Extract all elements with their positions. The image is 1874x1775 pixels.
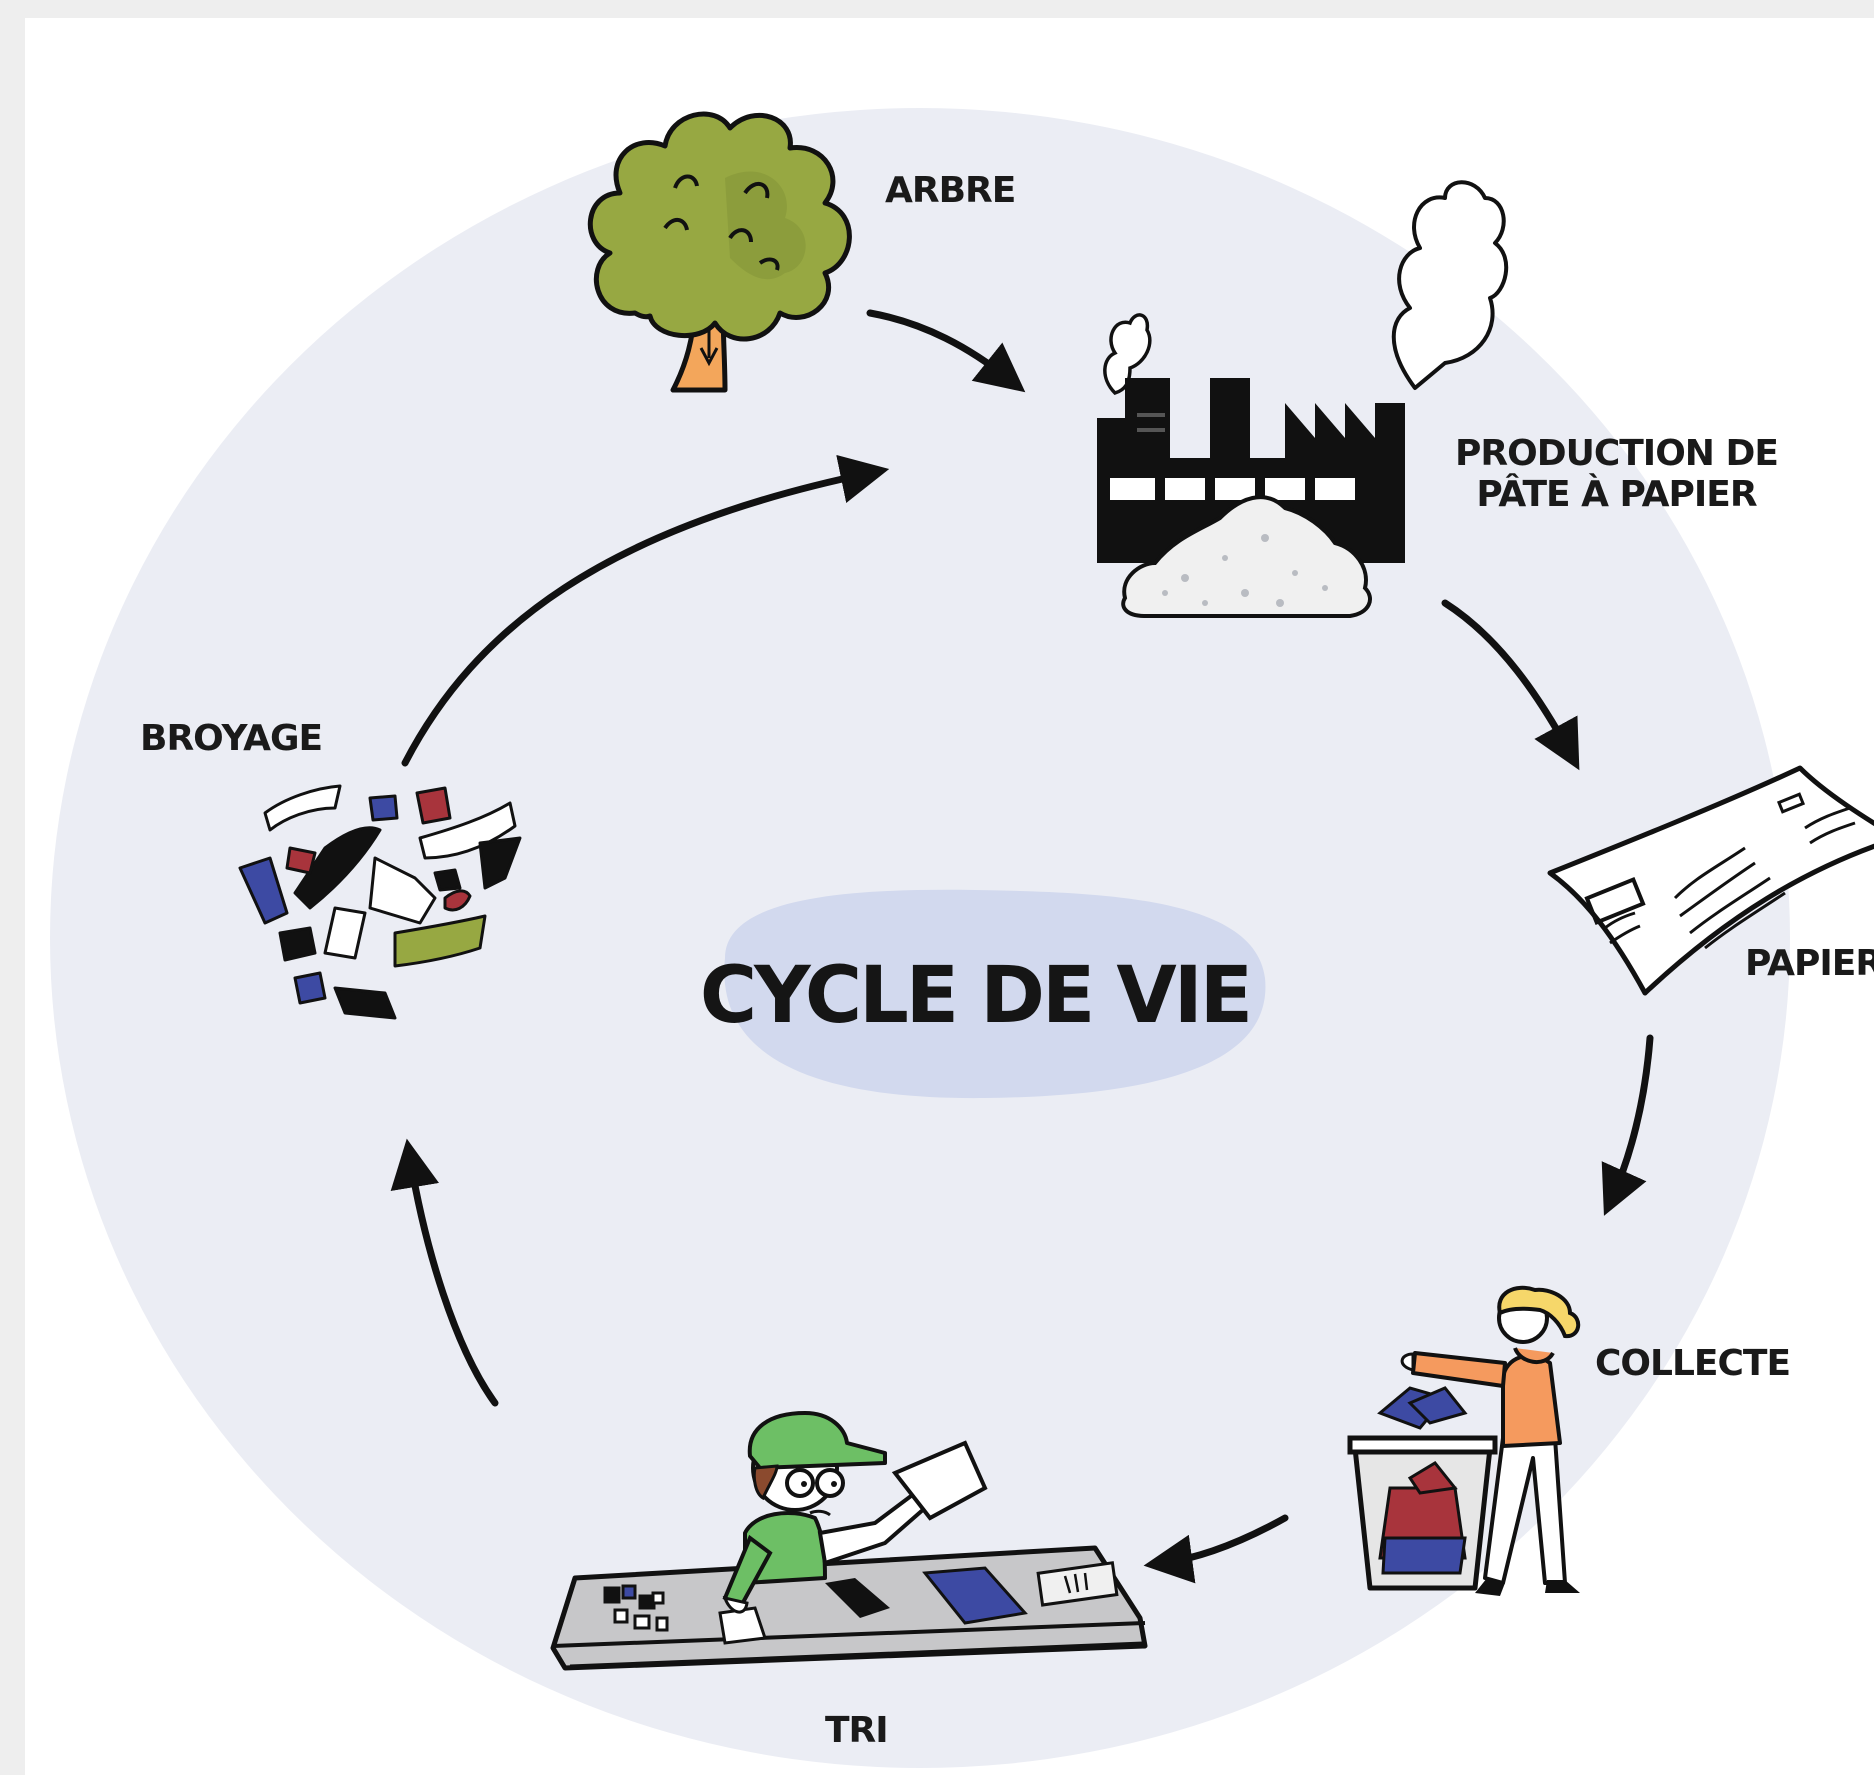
- tree-icon: [587, 111, 852, 393]
- stage-label-broyage: BROYAGE: [140, 718, 323, 759]
- stage-label-production-line2: PÂTE À PAPIER: [1476, 474, 1757, 516]
- title-bubble-shape: [724, 889, 1266, 1099]
- arrow-tri-to-broyage: [390, 1138, 499, 1407]
- stage-label-collecte: COLLECTE: [1595, 1343, 1791, 1384]
- arrow-broyage-to-production: [401, 454, 890, 767]
- diagram-canvas: CYCLE DE VIE ARBRE PRODUCTION DE PÂTE À …: [25, 18, 1874, 1775]
- arrow-arbre-to-production: [866, 309, 1026, 393]
- shredded-paper-icon: [238, 784, 522, 1020]
- person-recycling-bin-icon: [1347, 1285, 1581, 1596]
- arrow-production-to-papier: [1441, 599, 1580, 771]
- cycle-arrows: [390, 309, 1654, 1584]
- arrow-papier-to-collecte: [1601, 1034, 1654, 1216]
- stage-label-production-line1: PRODUCTION DE: [1455, 433, 1779, 474]
- stage-label-production: PRODUCTION DE PÂTE À PAPIER: [1455, 433, 1779, 516]
- stage-label-tri: TRI: [825, 1710, 889, 1751]
- cycle-diagram: [50, 108, 1874, 1768]
- worker-sorting-conveyor-icon: [550, 1411, 1148, 1671]
- title-bubble: CYCLE DE VIE: [675, 888, 1275, 1103]
- factory-icon: [1097, 180, 1509, 618]
- stage-label-arbre: ARBRE: [885, 170, 1016, 211]
- diagram-title: CYCLE DE VIE: [699, 950, 1253, 1041]
- paper-sheet-icon: [1547, 765, 1874, 996]
- arrow-collecte-to-tri: [1143, 1514, 1289, 1584]
- stage-label-papier: PAPIER: [1745, 943, 1874, 984]
